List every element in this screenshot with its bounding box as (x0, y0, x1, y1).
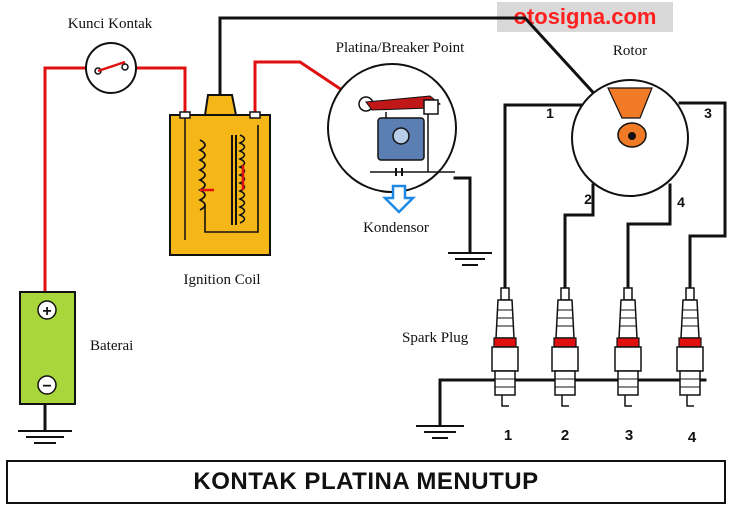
watermark-text: otosigna.com (513, 4, 656, 29)
label-spark-plug: Spark Plug (402, 330, 469, 346)
label-ignition-coil: Ignition Coil (183, 272, 260, 288)
label-kondensor: Kondensor (363, 220, 429, 236)
wire-coil-to-rotor (218, 16, 635, 138)
spark-plug-3 (614, 287, 642, 407)
breaker-point-assembly (327, 63, 457, 193)
label-baterai: Baterai (90, 338, 133, 354)
terminal-number-1: 1 (546, 105, 554, 121)
battery-positive-symbol: + (42, 303, 51, 320)
wire-terminal-3-to-plug-4 (678, 101, 727, 302)
caption-box: KONTAK PLATINA MENUTUP (6, 460, 726, 504)
wire-battery-to-key (43, 66, 90, 294)
distributor-cap (571, 79, 689, 197)
condenser-arrow-icon (381, 184, 417, 214)
wire-terminal-4-to-plug-3 (626, 183, 672, 302)
wire-terminal-2-to-plug-2 (563, 183, 595, 302)
ground-symbol-battery (18, 430, 72, 444)
terminal-number-4: 4 (677, 194, 685, 210)
plug-number-2: 2 (561, 427, 569, 444)
battery: + − (19, 291, 76, 405)
ignition-coil (169, 94, 271, 256)
wire-breaker-to-ground (453, 176, 472, 254)
caption-title: KONTAK PLATINA MENUTUP (193, 468, 539, 495)
spark-plug-4 (676, 287, 704, 407)
terminal-number-3: 3 (704, 105, 712, 121)
ground-symbol-breaker (448, 252, 492, 266)
wire-terminal-1-to-plug-1 (503, 103, 585, 302)
label-platina: Platina/Breaker Point (336, 40, 466, 56)
spark-plug-1 (491, 287, 519, 407)
watermark: otosigna.com (497, 2, 673, 32)
ground-symbol-plugs (416, 425, 464, 439)
battery-negative-symbol: − (42, 378, 51, 395)
label-kunci-kontak: Kunci Kontak (68, 16, 153, 32)
terminal-number-2: 2 (584, 191, 592, 207)
label-rotor: Rotor (613, 43, 647, 59)
spark-plug-2 (551, 287, 579, 407)
ignition-key-switch (85, 42, 137, 94)
plug-number-3: 3 (625, 427, 633, 444)
plug-number-4: 4 (688, 429, 697, 446)
wire-key-to-coil (132, 66, 187, 117)
plug-number-1: 1 (504, 427, 512, 444)
wire-coil-to-breaker (253, 60, 363, 117)
